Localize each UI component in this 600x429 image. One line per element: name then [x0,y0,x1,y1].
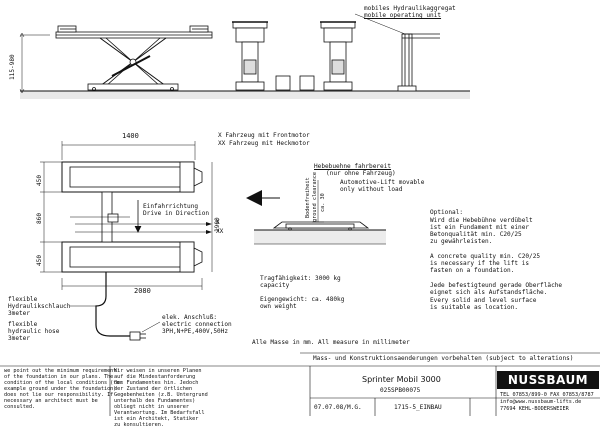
clearance-value: ca. 30 [320,193,326,212]
installation-drawing [0,13,600,416]
drive-direction-de: Einfahrrichtung [143,203,199,210]
electric-label-en: electric connection [162,321,232,328]
legend-front-engine: X Fahrzeug mit Frontmotor [218,132,310,139]
drawing-date: 07.07.08/M.G. [314,404,362,411]
mark-xx: XX [216,228,224,235]
electric-label-de: elek. Anschluß: [162,314,218,321]
dimension-left-c: 450 [36,254,43,266]
dimension-length-label: 2080 [134,287,151,295]
dimension-height-label: 115-980 [9,54,16,80]
lift-section-movable [246,180,386,245]
foundation-note-en: we point out the minimum requirement of … [4,368,123,410]
company-address: 77694 KEHL-BODERSWEIER [500,406,569,412]
floor-hatch-top [20,90,470,99]
drawing-number: 1715-5_EINBAU [394,404,442,411]
hose-label-de-1: flexible [8,296,38,303]
legend-rear-engine: XX Fahrzeug mit Heckmotor [218,140,310,147]
weight-label-en: own weight [260,303,297,310]
capacity-label-en: capacity [260,282,290,289]
floor-note-en: Every solid and level surface is suitabl… [430,297,537,311]
product-code: 025SPB00075 [380,387,421,394]
mark-x: X [216,219,220,226]
movable-title-en-2: only without load [340,186,403,193]
alterations-note: Mass- und Konstruktionsaenderungen vorbe… [313,355,574,362]
drive-direction-en: Drive in Direction [143,210,210,217]
hose-label-de-2: Hydraulikschlauch [8,303,71,310]
clearance-label-en: ground clearance [312,172,318,222]
company-logo: NUSSBAUM [497,371,599,389]
clearance-label-de: Bodenfreiheit [305,177,311,218]
dimension-left-b: 860 [36,212,43,224]
operating-unit-label-en: mobile operating unit [364,12,442,19]
concrete-note: A concrete quality min. C20/25 is necess… [430,253,541,274]
capacity-label: Tragfähigkeit: 3000 kg [260,275,341,282]
movable-title-en-1: Automotive-Lift movable [340,179,425,186]
company-web: info@www.nussbaum-lifts.de [500,399,582,405]
lift-elevation-front [19,25,213,94]
hose-label-en-3: 3meter [8,335,31,342]
optional-note: Wird die Hebebühne verdübelt ist ein Fun… [430,217,533,245]
hose-label-en-1: flexible [8,321,38,328]
mobile-operating-unit [354,13,440,92]
product-name: Sprinter Mobil 3000 [362,375,441,384]
hose-label-en-2: hydraulic hose [8,328,60,335]
foundation-note-de: Wir weisen in unseren Planen auf die Min… [114,368,208,428]
lift-elevation-end [232,21,356,91]
operating-unit-label-de: mobiles Hydraulikaggregat [364,5,456,12]
company-contact: TEL 07853/899-0 FAX 07853/8787 [500,392,594,398]
electric-spec: 3PH,N+PE,400V,50Hz [162,328,229,335]
lift-plan-view [40,141,213,341]
weight-label: Eigengewicht: ca. 480kg [260,296,345,303]
dimension-left-a: 450 [36,174,43,186]
floor-note-de: Jede befestigteund gerade Oberfläche eig… [430,282,563,296]
movable-title-de-sub: (nur ohne Fahrzeug) [326,170,396,177]
movable-title-de: Hebebuehne fahrbereit [314,163,392,170]
dimension-width-label: 1400 [122,132,139,140]
sheet-frame-lines [0,352,600,416]
hose-label-de-3: 3meter [8,310,31,317]
optional-title: Optional: [430,209,464,216]
measure-note: Alle Masse in mm. All measure in millime… [252,339,410,346]
